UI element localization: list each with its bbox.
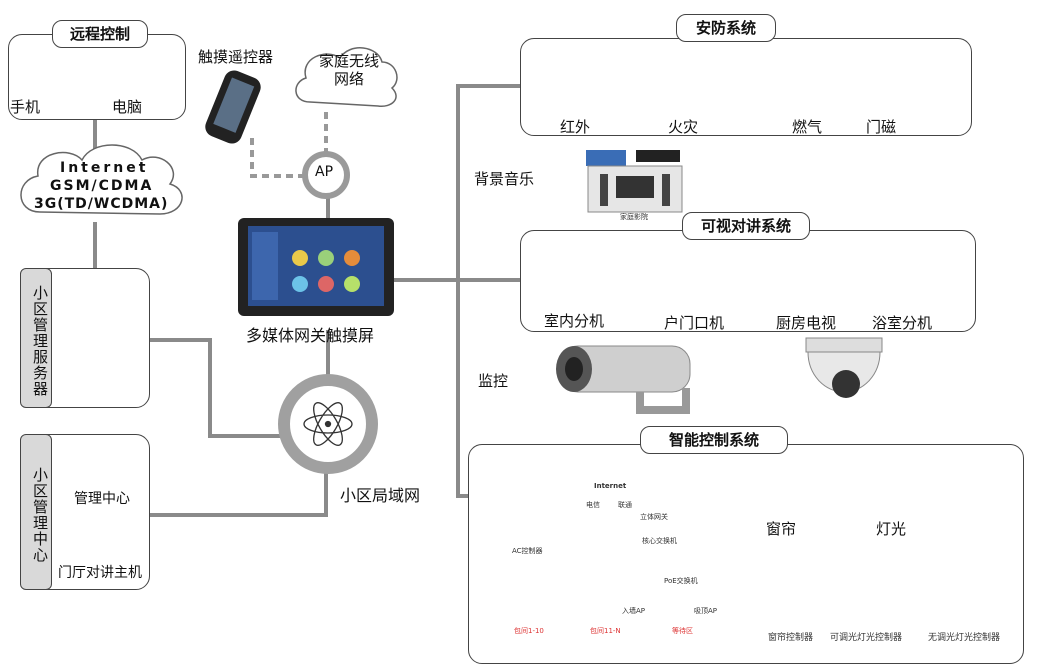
ap-label: AP (315, 164, 334, 180)
net-telecom-label: 电信 (586, 501, 600, 509)
management-center-label: 管理中心 (74, 491, 130, 507)
door-host-label: 门厅对讲主机 (58, 565, 142, 581)
smart-control-title: 智能控制系统 (640, 426, 788, 454)
net-internet-label: Internet (594, 482, 627, 490)
intercom-item-kitchen-tv: 厨房电视 (776, 314, 837, 332)
touch-remote-icon (205, 70, 261, 144)
internet-line-1: Internet (60, 160, 149, 176)
computer-label: 电脑 (112, 98, 143, 116)
home-theater-caption: 家庭影院 (620, 213, 648, 221)
net-poe-label: PoE交换机 (664, 577, 698, 585)
intercom-item-indoor: 室内分机 (544, 312, 605, 330)
dimmer-controller-label: 可调光灯光控制器 (830, 633, 903, 643)
security-item-gas: 燃气 (792, 118, 823, 136)
security-title: 安防系统 (676, 14, 776, 42)
remote-control-title: 远程控制 (52, 20, 148, 48)
net-room2-label: 包间11-N (590, 627, 621, 635)
ap-node-icon (302, 151, 350, 199)
bullet-camera-icon (556, 345, 691, 414)
monitoring-label: 监控 (478, 372, 509, 390)
net-room1-label: 包间1-10 (514, 627, 544, 635)
security-item-door: 门磁 (866, 118, 897, 136)
touch-remote-label: 触摸遥控器 (198, 48, 274, 66)
internet-line-3: 3G(TD/WCDMA) (34, 196, 169, 212)
lan-label: 小区局域网 (340, 486, 421, 505)
intercom-title: 可视对讲系统 (682, 212, 810, 240)
smart-control-box (468, 444, 1024, 664)
net-unicom-label: 联通 (618, 501, 632, 509)
home-theater-icon (586, 150, 683, 213)
community-server-label: 小区管理服务器 (20, 268, 52, 408)
light-label: 灯光 (876, 520, 907, 538)
community-center-label: 小区管理中心 (20, 434, 52, 590)
gateway-label: 多媒体网关触摸屏 (246, 326, 375, 345)
net-ap-in-label: 入墙AP (622, 607, 646, 615)
internet-cloud-icon (20, 144, 183, 215)
dome-camera-icon (805, 337, 883, 398)
net-ac-label: AC控制器 (512, 547, 543, 555)
net-ceiling-ap-label: 吸顶AP (694, 607, 718, 615)
security-item-infrared: 红外 (560, 118, 591, 136)
internet-line-2: GSM/CDMA (50, 178, 154, 194)
gateway-screen-icon (238, 218, 394, 316)
intercom-item-door: 户门口机 (664, 314, 725, 332)
atom-icon (303, 402, 353, 446)
curtain-controller-label: 窗帘控制器 (768, 633, 814, 643)
net-core-switch-label: 核心交换机 (642, 537, 677, 545)
phone-label: 手机 (10, 98, 41, 116)
background-music-label: 背景音乐 (474, 170, 535, 188)
security-item-fire: 火灾 (668, 118, 699, 136)
curtain-label: 窗帘 (766, 520, 797, 538)
home-wifi-cloud-icon (295, 47, 398, 107)
home-wifi-label: 家庭无线网络 (318, 52, 379, 88)
switch-controller-label: 无调光灯光控制器 (928, 633, 1001, 643)
intercom-item-bathroom: 浴室分机 (872, 314, 933, 332)
net-router-label: 立体网关 (640, 513, 668, 521)
intercom-box (520, 230, 976, 332)
net-lobby-label: 等待区 (672, 627, 693, 635)
